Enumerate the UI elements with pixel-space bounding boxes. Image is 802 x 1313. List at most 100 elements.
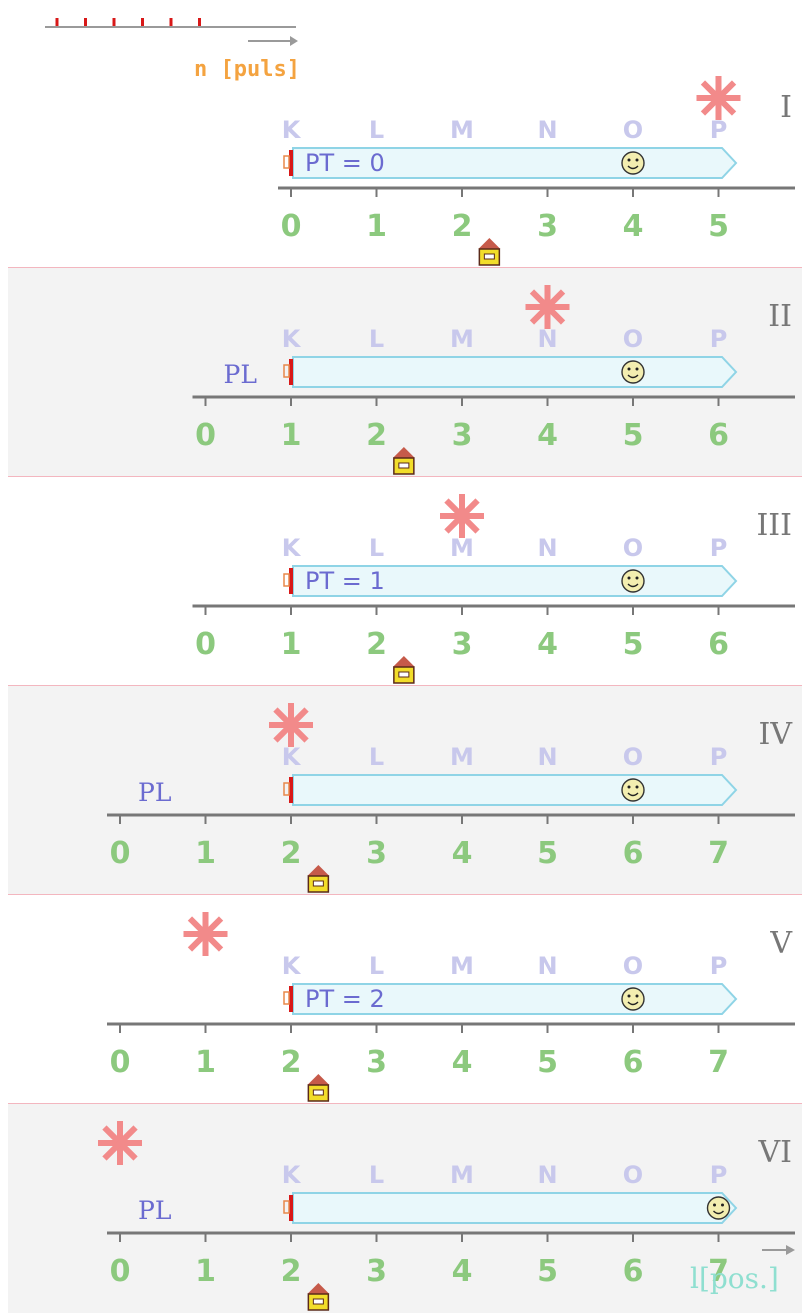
letter-k: K: [281, 1161, 301, 1189]
panel-number: I: [780, 90, 792, 125]
letter-p: P: [709, 743, 728, 771]
tick-label: 0: [280, 209, 302, 244]
panel-divider: [8, 1103, 802, 1104]
letter-m: M: [450, 116, 474, 144]
tick-label: 4: [622, 209, 644, 244]
letter-o: O: [622, 1161, 644, 1189]
tick-label: 7: [708, 836, 729, 871]
tick-label: 0: [195, 627, 216, 662]
tick-label: 0: [109, 836, 131, 871]
tick-label: 1: [280, 627, 302, 662]
panel-divider: [8, 267, 802, 268]
panel-divider: [8, 685, 802, 686]
pulse-unit-label: n [puls]: [194, 57, 300, 82]
letter-o: O: [622, 743, 644, 771]
letter-o: O: [622, 952, 644, 980]
tick-label: 4: [537, 627, 558, 662]
letter-m: M: [450, 325, 474, 353]
tick-label: 1: [195, 1045, 216, 1080]
tick-label: 3: [451, 418, 473, 453]
tick-label: 4: [451, 1045, 473, 1080]
pulse-legend-graphic: [45, 18, 298, 46]
tick-label: 3: [451, 627, 473, 662]
tick-label: 3: [537, 209, 558, 244]
letter-m: M: [450, 743, 474, 771]
tick-label: 2: [451, 209, 473, 244]
pt-label: PT = 2: [305, 985, 385, 1013]
tick-label: 3: [366, 836, 387, 871]
letter-m: M: [450, 534, 474, 562]
pt-label: PT = 0: [305, 149, 385, 177]
letter-k: K: [281, 534, 301, 562]
pt-label: PT = 1: [305, 567, 385, 595]
tick-label: 2: [366, 627, 387, 662]
letter-m: M: [450, 1161, 474, 1189]
pl-label: PL: [138, 778, 172, 807]
panel-background: [8, 268, 802, 477]
pl-label: PL: [138, 1196, 172, 1225]
letter-p: P: [709, 534, 728, 562]
tick-label: 6: [622, 836, 644, 871]
tick-label: 5: [537, 1254, 558, 1289]
tick-label: 5: [708, 209, 729, 244]
panel-number: V: [770, 926, 792, 961]
panel-number: III: [756, 508, 792, 543]
panel-background: [8, 59, 802, 268]
tick-label: 2: [366, 418, 387, 453]
letter-n: N: [537, 534, 558, 562]
letter-k: K: [281, 952, 301, 980]
letter-m: M: [450, 952, 474, 980]
tick-label: 0: [109, 1254, 131, 1289]
tick-label: 5: [537, 836, 558, 871]
letter-l: L: [368, 743, 385, 771]
pulse-legend-arrowhead: [290, 36, 298, 46]
letter-n: N: [537, 952, 558, 980]
tick-label: 7: [708, 1254, 729, 1289]
tick-label: 4: [537, 418, 558, 453]
panel-background: [8, 477, 802, 686]
tick-label: 1: [195, 836, 216, 871]
letter-l: L: [368, 325, 385, 353]
tick-label: 5: [537, 1045, 558, 1080]
tick-label: 6: [622, 1254, 644, 1289]
letter-n: N: [537, 116, 558, 144]
letter-k: K: [281, 116, 301, 144]
tick-label: 6: [622, 1045, 644, 1080]
letter-l: L: [368, 952, 385, 980]
tick-label: 1: [366, 209, 387, 244]
letter-l: L: [368, 116, 385, 144]
letter-o: O: [622, 534, 644, 562]
letter-o: O: [622, 116, 644, 144]
letter-p: P: [709, 116, 728, 144]
tick-label: 1: [195, 1254, 216, 1289]
tick-label: 3: [366, 1254, 387, 1289]
letter-l: L: [368, 534, 385, 562]
panel-number: VI: [758, 1135, 792, 1170]
panel-divider: [8, 894, 802, 895]
tick-label: 4: [451, 836, 473, 871]
tick-label: 3: [366, 1045, 387, 1080]
tick-label: 2: [280, 1254, 302, 1289]
tick-label: 7: [708, 1045, 729, 1080]
letter-n: N: [537, 743, 558, 771]
panel-number: II: [768, 299, 792, 334]
letter-l: L: [368, 1161, 385, 1189]
pl-label: PL: [223, 360, 257, 389]
tick-label: 5: [622, 418, 644, 453]
tick-label: 5: [622, 627, 644, 662]
letter-n: N: [537, 325, 558, 353]
position-axis-label: l[pos.]: [690, 1262, 779, 1295]
tick-label: 6: [708, 627, 729, 662]
panel-number: IV: [758, 717, 792, 752]
tick-label: 2: [280, 1045, 302, 1080]
tick-label: 0: [109, 1045, 131, 1080]
letter-p: P: [709, 325, 728, 353]
letter-p: P: [709, 1161, 728, 1189]
tick-label: 6: [708, 418, 729, 453]
letter-k: K: [281, 325, 301, 353]
letter-o: O: [622, 325, 644, 353]
panel-divider: [8, 476, 802, 477]
letter-k: K: [281, 743, 301, 771]
tick-label: 0: [195, 418, 216, 453]
letter-p: P: [709, 952, 728, 980]
